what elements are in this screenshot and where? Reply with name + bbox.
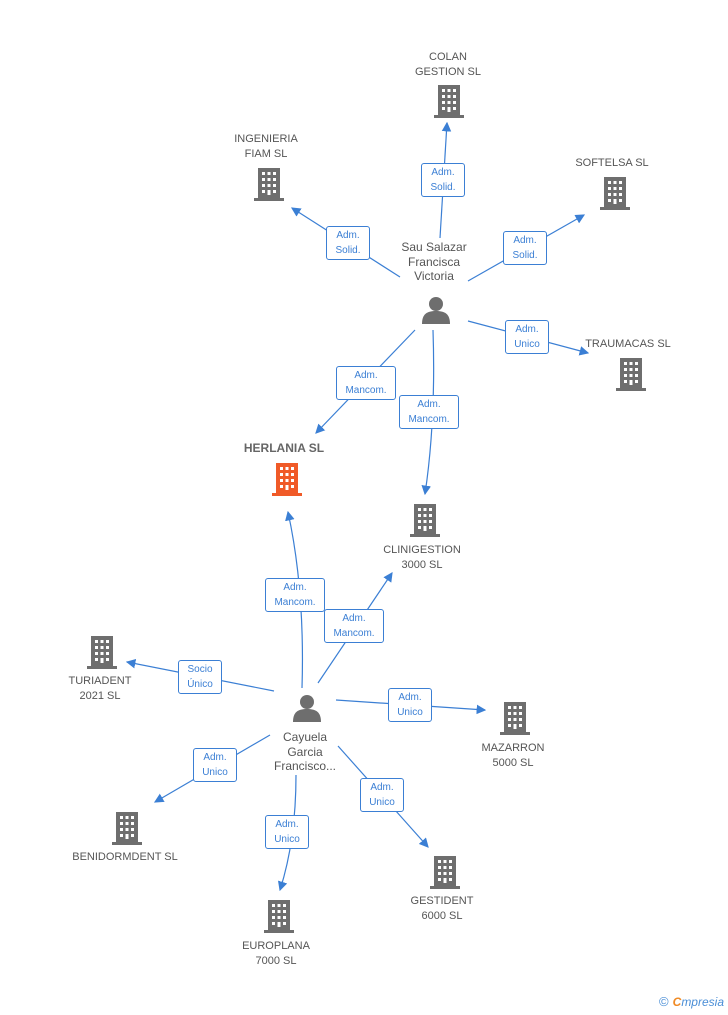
edge-label-p1-colan[interactable]: Adm. Solid. xyxy=(421,163,465,197)
empresia-logo[interactable]: ©Cmpresia xyxy=(659,994,724,1009)
company-label-softelsa[interactable]: SOFTELSA SL xyxy=(575,156,648,171)
person-icon-p2[interactable] xyxy=(293,695,321,722)
company-label-herlania[interactable]: HERLANIA SL xyxy=(244,441,324,456)
edge-p2-europlana-type: Unico xyxy=(274,834,300,845)
edge-p2-mazarron-role: Adm. xyxy=(398,692,422,703)
colan-line-2: GESTION SL xyxy=(414,66,482,78)
edge-label-p2-mazarron[interactable]: Adm. Unico xyxy=(388,688,432,722)
traumacas-line-1: TRAUMACAS SL xyxy=(585,338,671,350)
person-p2-line-3: Francisco... xyxy=(273,759,337,773)
colan-building-icon[interactable] xyxy=(434,85,464,118)
clinigestion-building-icon[interactable] xyxy=(410,504,440,537)
edge-p2-herlania-type: Mancom. xyxy=(274,597,316,608)
company-label-traumacas[interactable]: TRAUMACAS SL xyxy=(585,337,671,352)
person-icon-p1[interactable] xyxy=(422,297,450,324)
brand-initial: C xyxy=(672,995,682,1009)
company-label-europlana[interactable]: EUROPLANA 7000 SL xyxy=(242,939,310,969)
gestident-building-icon[interactable] xyxy=(430,856,460,889)
edge-p2-gestident-role: Adm. xyxy=(370,782,394,793)
brand-name: mpresia xyxy=(681,995,724,1009)
benidormdent-building-icon[interactable] xyxy=(112,812,142,845)
gestident-line-2: 6000 SL xyxy=(421,910,463,922)
company-label-ingenieria[interactable]: INGENIERIA FIAM SL xyxy=(234,132,298,162)
edge-p2-benidormdent-role: Adm. xyxy=(203,752,227,763)
edge-p2-turiadent-role: Socio xyxy=(187,664,213,675)
company-label-benidormdent[interactable]: BENIDORMDENT SL xyxy=(72,850,178,865)
clinigestion-line-1: CLINIGESTION xyxy=(383,544,461,556)
edge-label-p1-traumacas[interactable]: Adm. Unico xyxy=(505,320,549,354)
mazarron-line-1: MAZARRON xyxy=(481,742,545,754)
edge-p1-herlania-type: Mancom. xyxy=(345,385,387,396)
edge-label-p1-ingenieria[interactable]: Adm. Solid. xyxy=(326,226,370,260)
colan-line-1: COLAN xyxy=(429,51,467,63)
company-label-clinigestion[interactable]: CLINIGESTION 3000 SL xyxy=(383,543,461,573)
edge-label-p2-turiadent[interactable]: Socio Único xyxy=(178,660,222,694)
copyright-icon: © xyxy=(659,994,669,1009)
edge-p1-colan-role: Adm. xyxy=(431,167,455,178)
edge-label-p2-gestident[interactable]: Adm. Unico xyxy=(360,778,404,812)
edge-p1-ingenieria-role: Adm. xyxy=(336,230,360,241)
gestident-line-1: GESTIDENT xyxy=(410,895,474,907)
edge-p1-traumacas-type: Unico xyxy=(514,339,540,350)
europlana-line-2: 7000 SL xyxy=(255,955,297,967)
edge-p1-softelsa-type: Solid. xyxy=(512,250,538,261)
edge-p1-ingenieria-type: Solid. xyxy=(335,245,361,256)
edge-p1-clinigestion-role: Adm. xyxy=(417,399,441,410)
traumacas-building-icon[interactable] xyxy=(616,358,646,391)
edge-p1-clinigestion-type: Mancom. xyxy=(408,414,450,425)
person-label-p2[interactable]: Cayuela Garcia Francisco... xyxy=(274,730,336,774)
edge-p2-mazarron-type: Unico xyxy=(397,707,423,718)
person-p1-line-3: Victoria xyxy=(414,269,454,283)
edge-label-p2-herlania[interactable]: Adm. Mancom. xyxy=(265,578,325,612)
edge-p2-herlania-role: Adm. xyxy=(283,582,307,593)
turiadent-line-1: TURIADENT xyxy=(68,675,132,687)
person-p1-line-2: Francisca xyxy=(407,254,460,269)
company-label-colan[interactable]: COLAN GESTION SL xyxy=(415,50,481,80)
europlana-building-icon[interactable] xyxy=(264,900,294,933)
turiadent-line-2: 2021 SL xyxy=(79,690,121,702)
turiadent-building-icon[interactable] xyxy=(87,636,117,669)
edge-label-p1-herlania[interactable]: Adm. Mancom. xyxy=(336,366,396,400)
herlania-line-1: HERLANIA SL xyxy=(243,441,325,455)
company-label-turiadent[interactable]: TURIADENT 2021 SL xyxy=(69,674,132,704)
person-p2-line-2: Garcia xyxy=(287,744,323,759)
edge-p1-softelsa-role: Adm. xyxy=(513,235,537,246)
edge-label-p2-europlana[interactable]: Adm. Unico xyxy=(265,815,309,849)
person-p2-line-1: Cayuela xyxy=(282,730,328,744)
benidormdent-line-1: BENIDORMDENT SL xyxy=(72,851,178,863)
edge-label-p2-benidormdent[interactable]: Adm. Unico xyxy=(193,748,237,782)
mazarron-building-icon[interactable] xyxy=(500,702,530,735)
edge-p1-herlania-role: Adm. xyxy=(354,370,378,381)
edge-label-p2-clinigestion[interactable]: Adm. Mancom. xyxy=(324,609,384,643)
mazarron-line-2: 5000 SL xyxy=(492,757,534,769)
person-label-p1[interactable]: Sau Salazar Francisca Victoria xyxy=(401,240,466,284)
edge-p2-clinigestion-type: Mancom. xyxy=(333,628,375,639)
ingenieria-line-2: FIAM SL xyxy=(244,148,288,160)
ingenieria-building-icon[interactable] xyxy=(254,168,284,201)
herlania-building-icon[interactable] xyxy=(272,463,302,496)
edge-p2-clinigestion-role: Adm. xyxy=(342,613,366,624)
clinigestion-line-2: 3000 SL xyxy=(401,559,443,571)
edge-p2-europlana-role: Adm. xyxy=(275,819,299,830)
softelsa-line-1: SOFTELSA SL xyxy=(575,157,649,169)
edge-p2-gestident-type: Unico xyxy=(369,797,395,808)
edge-p2-benidormdent-type: Unico xyxy=(202,767,228,778)
edge-p1-colan-type: Solid. xyxy=(430,182,456,193)
edge-p1-traumacas-role: Adm. xyxy=(515,324,539,335)
ingenieria-line-1: INGENIERIA xyxy=(234,133,298,145)
company-label-gestident[interactable]: GESTIDENT 6000 SL xyxy=(411,894,474,924)
company-label-mazarron[interactable]: MAZARRON 5000 SL xyxy=(482,741,545,771)
europlana-line-1: EUROPLANA xyxy=(242,940,310,952)
person-p1-line-1: Sau Salazar xyxy=(401,240,467,254)
softelsa-building-icon[interactable] xyxy=(600,177,630,210)
edge-p2-turiadent-type: Único xyxy=(187,679,213,690)
edge-label-p1-softelsa[interactable]: Adm. Solid. xyxy=(503,231,547,265)
edge-label-p1-clinigestion[interactable]: Adm. Mancom. xyxy=(399,395,459,429)
